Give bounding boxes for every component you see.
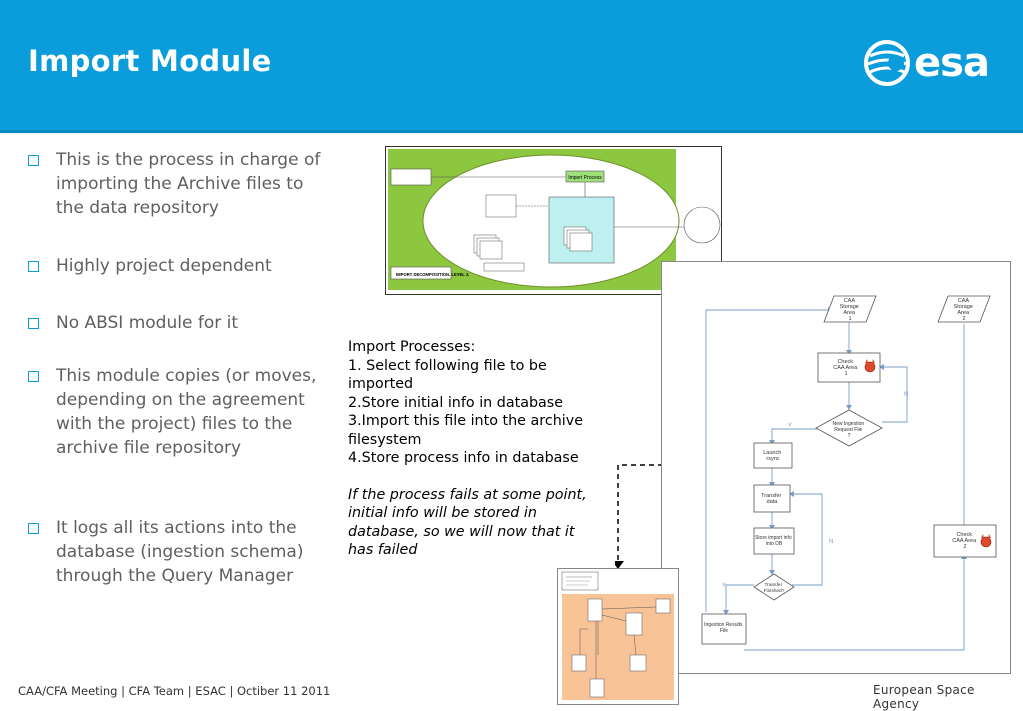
header-bar [0,0,1023,133]
slide-title: Import Module [28,44,272,78]
svg-text:Transfer Finished?: Transfer Finished? [764,582,785,594]
processes-heading: Import Processes: [348,339,476,355]
svg-text:CAA Storage Area: CAA Storage Area 1 [840,298,861,322]
import-process-label: Import Process [568,175,602,181]
esa-logo: esa [862,38,1002,88]
svg-text:CAA Storage Area: CAA Storage Area 2 [954,298,975,322]
yes-label: Y [788,423,792,429]
storage-left-line: Area [843,310,856,316]
no-label: N [829,539,833,545]
svg-text:Check CAA Area 2: Check CAA Area 2 [952,532,977,550]
process-step: 4.Store process info in database [348,450,579,466]
ingestion-schema-diagram [557,568,679,705]
process-step: 2.Store initial info in database [348,394,564,411]
decomposition-label: IMPORT DECOMPOSITION. LEVEL 2. [396,272,469,277]
bullet-square-icon [28,523,39,534]
bullet-square-icon [28,318,39,329]
storage-right-line: 2 [962,316,965,322]
storage-right-line: CAA [958,298,970,304]
import-decomposition-diagram: Import Process IMPORT DECOMPOSITION. LEV… [385,146,722,295]
svg-text:Check CAA Area 1: Check CAA Area 1 [833,359,858,377]
failure-note: If the process fails at some point, init… [348,486,587,559]
svg-text:Ingestion Results File: Ingestion Results File [704,622,744,634]
storage-left-line: 1 [848,316,851,322]
svg-text:Store import info into D: Store import info into DB [755,535,793,547]
bullet-square-icon [28,371,39,382]
footer-meeting-info: CAA/CFA Meeting | CFA Team | ESAC | Octi… [18,684,331,698]
devil-icon [980,534,992,548]
yes-label: Y [722,583,726,589]
schema-orange-area [562,594,674,700]
storage-left-line: Storage [840,304,859,310]
bullet-square-icon [28,261,39,272]
storage-right-line: Area [957,310,970,316]
process-step: 3.Import this file into the archive file… [348,413,583,448]
dashed-connector-arrow [615,464,663,569]
import-flowchart: CAA Storage Area 1 CAA Storage Area 2 Ch… [661,261,1011,674]
svg-text:Transfer data: Transfer data [761,493,783,505]
no-label: N [904,392,908,398]
header-strip [0,130,1023,133]
esa-logo-text: esa [914,40,990,86]
esa-globe-icon [864,40,910,86]
bullet-square-icon [28,155,39,166]
process-step: 1. Select following file to be imported [348,357,547,393]
storage-right-line: Storage [954,304,973,310]
import-processes-text: Import Processes: 1. Select following fi… [348,338,593,560]
svg-text:New Ingestion Request Fi: New Ingestion Request File ? [832,421,865,439]
storage-left-line: CAA [844,298,856,304]
svg-text:Launch rsync: Launch rsync [763,450,783,462]
devil-icon [864,359,876,373]
footer-agency-name: European Space Agency [873,683,975,711]
